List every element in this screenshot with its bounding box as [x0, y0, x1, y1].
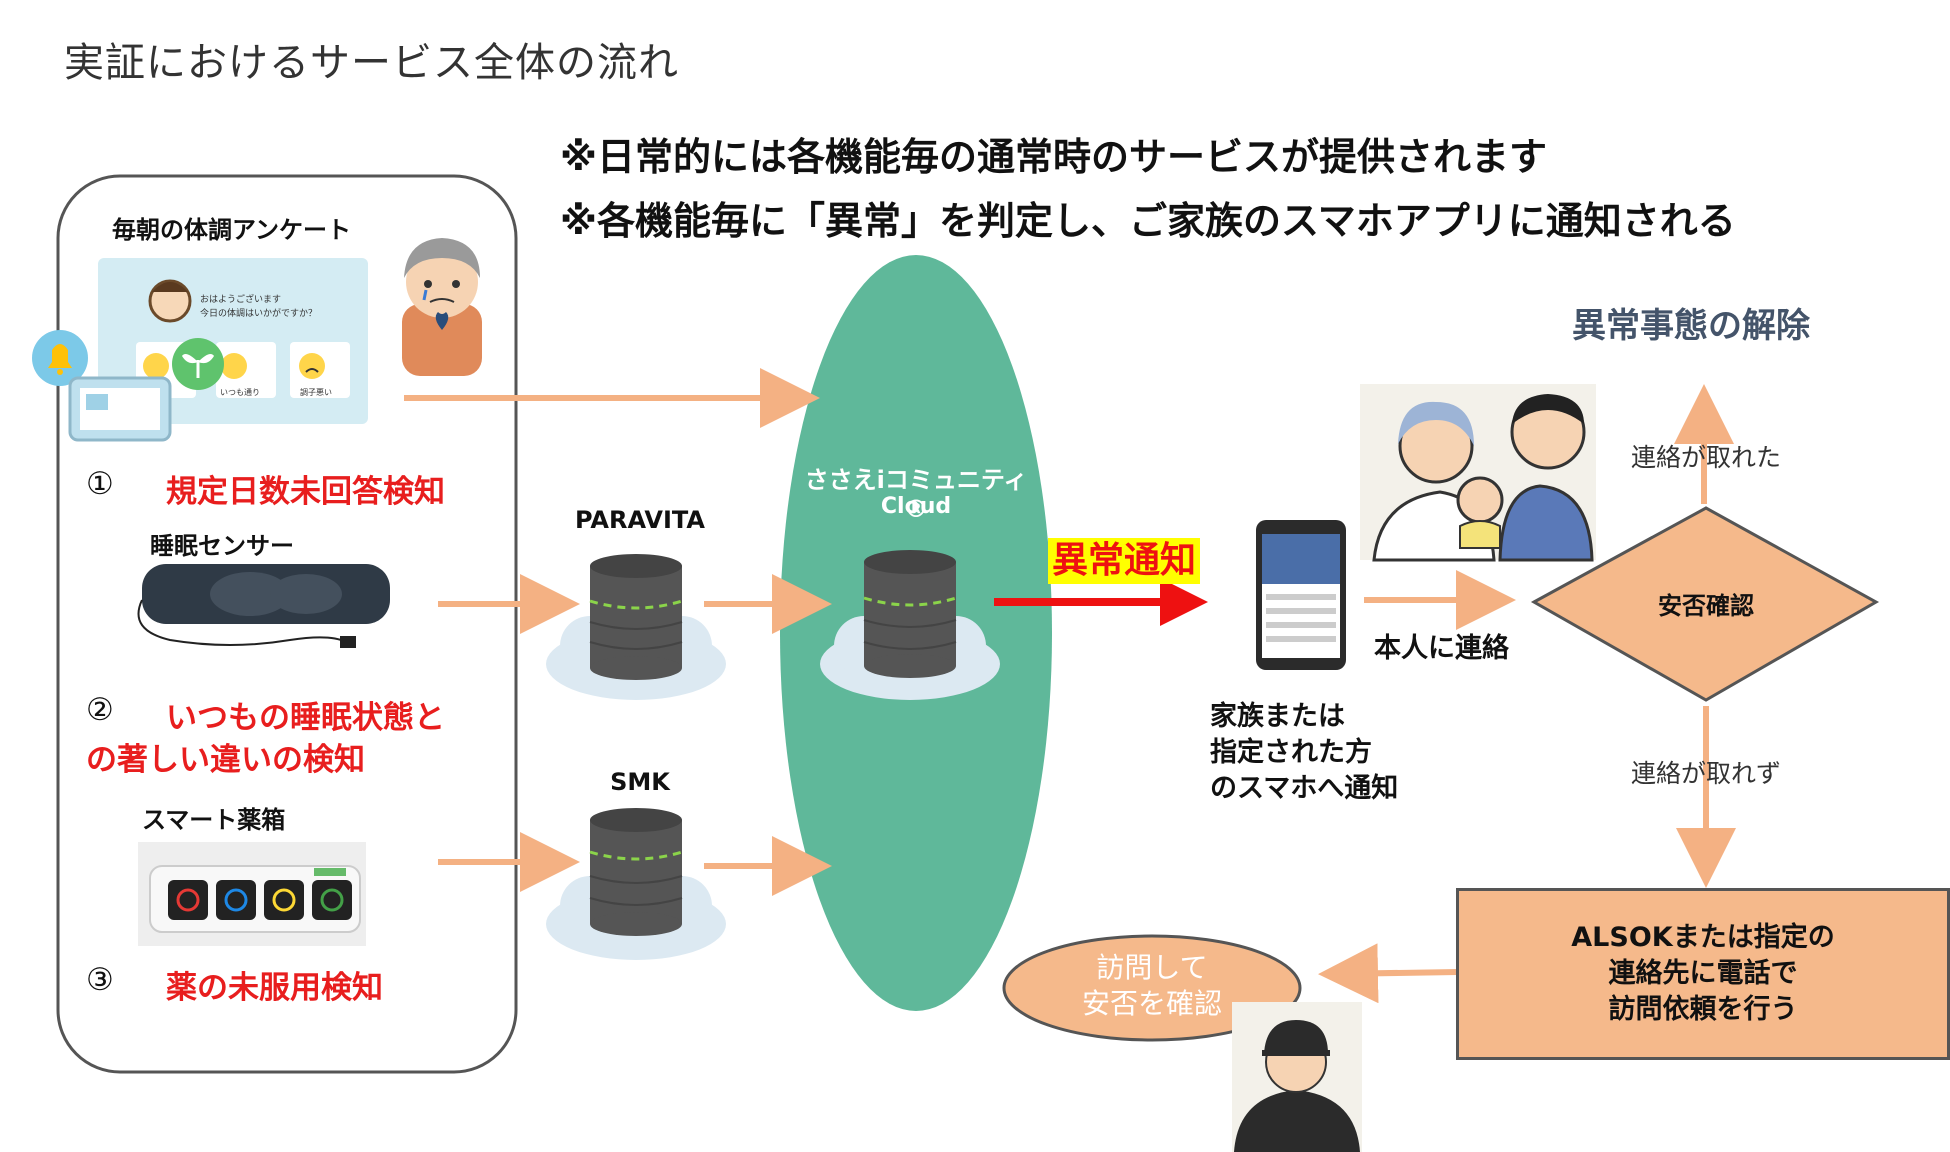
sleep-detection-line2: の著しい違いの検知	[86, 742, 365, 778]
note-abnormal-notification: ※各機能毎に「異常」を判定し、ご家族のスマホアプリに通知される	[560, 199, 1736, 243]
sleep-sensor-label: 睡眠センサー	[150, 532, 294, 560]
smartphone-illustration	[1256, 520, 1346, 670]
contact-self-label: 本人に連絡	[1374, 633, 1509, 664]
alert-label: 異常通知	[1048, 538, 1201, 584]
paravita-server-icon	[546, 554, 726, 700]
medicine-box-label: スマート薬箱	[142, 806, 286, 834]
safety-check-label: 安否確認	[1658, 592, 1754, 620]
phone-caption-line1: 家族または	[1210, 701, 1345, 732]
visit-line1: 訪問して	[1096, 951, 1208, 984]
resolution-label: 異常事態の解除	[1572, 306, 1810, 346]
survey-label: 毎朝の体調アンケート	[112, 216, 352, 244]
bell-icon	[32, 330, 88, 386]
security-guard-illustration	[1232, 1002, 1362, 1152]
cloud-name-line1: ささえiコミュニティ®	[804, 466, 1028, 523]
phone-caption-line2: 指定された方	[1210, 737, 1372, 768]
contact-success-label: 連絡が取れた	[1630, 443, 1781, 472]
paravita-label: PARAVITA	[575, 506, 705, 534]
medicine-number: ③	[86, 962, 114, 998]
arrow-alsok-to-visit	[1318, 943, 1459, 1004]
smk-server-icon	[546, 808, 726, 960]
alsok-box-line1: ALSOKまたは指定の	[1571, 922, 1835, 953]
alsok-box-line3: 訪問依頼を行う	[1608, 994, 1798, 1025]
survey-option-usual: いつも通り	[220, 388, 260, 397]
note-normal-service: ※日常的には各機能毎の通常時のサービスが提供されます	[560, 135, 1547, 179]
tablet-device-icon	[68, 376, 172, 442]
survey-option-unwell: 調子悪い	[300, 388, 332, 397]
visit-ellipse	[1002, 934, 1302, 1042]
sleep-detection-line1: いつもの睡眠状態と	[166, 700, 445, 736]
safety-check-diamond	[1530, 506, 1880, 702]
survey-detection: 規定日数未回答検知	[166, 474, 445, 510]
phone-caption-line3: のスマホへ通知	[1210, 773, 1399, 804]
sleep-sensor-illustration	[137, 564, 390, 648]
visit-text: 訪問して 安否を確認	[1004, 950, 1300, 1022]
smart-medicine-box-illustration	[138, 842, 366, 946]
alsok-box-line2: 連絡先に電話で	[1608, 958, 1798, 989]
survey-screen-question: 今日の体調はいかがですか？	[200, 309, 318, 319]
family-illustration	[1360, 384, 1596, 562]
elderly-person-illustration	[402, 238, 482, 376]
cloud-name-line2: Cloud	[880, 494, 952, 519]
page-title: 実証におけるサービス全体の流れ	[64, 40, 679, 86]
alsok-request-box: ALSOKまたは指定の 連絡先に電話で 訪問依頼を行う	[1456, 888, 1950, 1060]
medicine-detection: 薬の未服用検知	[166, 970, 383, 1006]
contact-failed-label: 連絡が取れず	[1630, 759, 1781, 788]
survey-screen-greeting: おはようございます	[200, 295, 282, 305]
sprout-icon	[172, 338, 224, 390]
smk-label: SMK	[610, 768, 670, 796]
cloud-server-icon	[820, 550, 1000, 700]
sleep-number: ②	[86, 692, 114, 728]
survey-number: ①	[86, 466, 114, 502]
visit-line2: 安否を確認	[1081, 987, 1222, 1020]
